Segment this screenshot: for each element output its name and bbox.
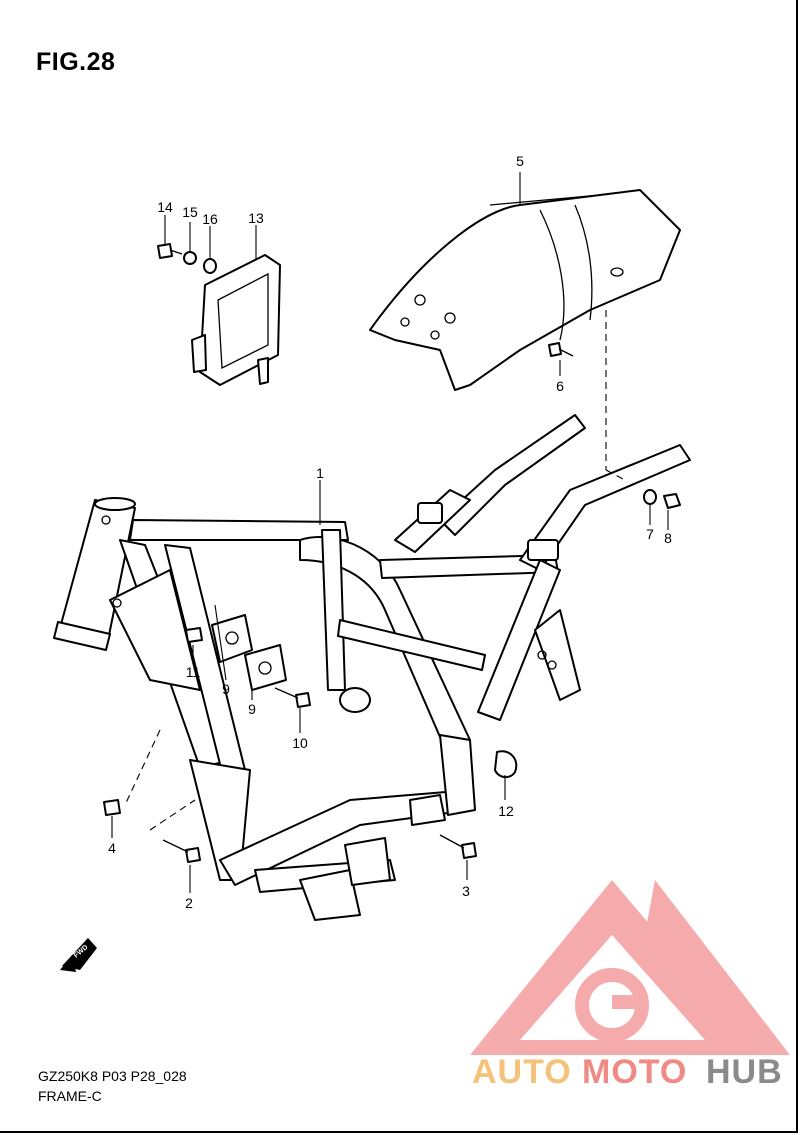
rear-fender — [369, 189, 681, 391]
callout-6: 6 — [556, 378, 564, 394]
callout-7: 7 — [646, 526, 654, 542]
watermark-word-hub: HUB — [706, 1053, 783, 1091]
footer-section-name: FRAME-C — [38, 1088, 102, 1104]
callout-labels: 1 2 3 4 5 6 7 8 9 9 10 11 12 13 14 15 16 — [108, 153, 672, 911]
callout-11: 11 — [186, 664, 201, 680]
callout-13: 13 — [248, 210, 264, 226]
battery-bracket — [191, 254, 281, 386]
forward-arrow-icon: FWD — [60, 938, 97, 972]
watermark-word-auto: AUTO — [472, 1053, 572, 1091]
callout-5: 5 — [516, 153, 524, 169]
callout-16: 16 — [202, 211, 218, 227]
watermark-word-moto: MOTO — [582, 1053, 687, 1091]
frame-assembly — [53, 414, 691, 921]
watermark-logo — [470, 880, 790, 1055]
callout-2: 2 — [185, 895, 193, 911]
callout-8: 8 — [664, 530, 672, 546]
figure-title: FIG.28 — [36, 48, 116, 76]
callout-3: 3 — [462, 883, 470, 899]
watermark-wordmark: AUTO MOTO HUB — [472, 1053, 783, 1091]
callout-14: 14 — [157, 199, 173, 215]
callout-10: 10 — [292, 735, 308, 751]
leader-lines — [111, 172, 669, 893]
callout-1: 1 — [316, 465, 324, 481]
callout-4: 4 — [108, 840, 116, 856]
callout-15: 15 — [182, 204, 198, 220]
callout-12: 12 — [498, 803, 514, 819]
footer-model-code: GZ250K8 P03 P28_028 — [38, 1068, 187, 1084]
callout-9-upper: 9 — [222, 681, 230, 697]
callout-9-lower: 9 — [248, 701, 256, 717]
